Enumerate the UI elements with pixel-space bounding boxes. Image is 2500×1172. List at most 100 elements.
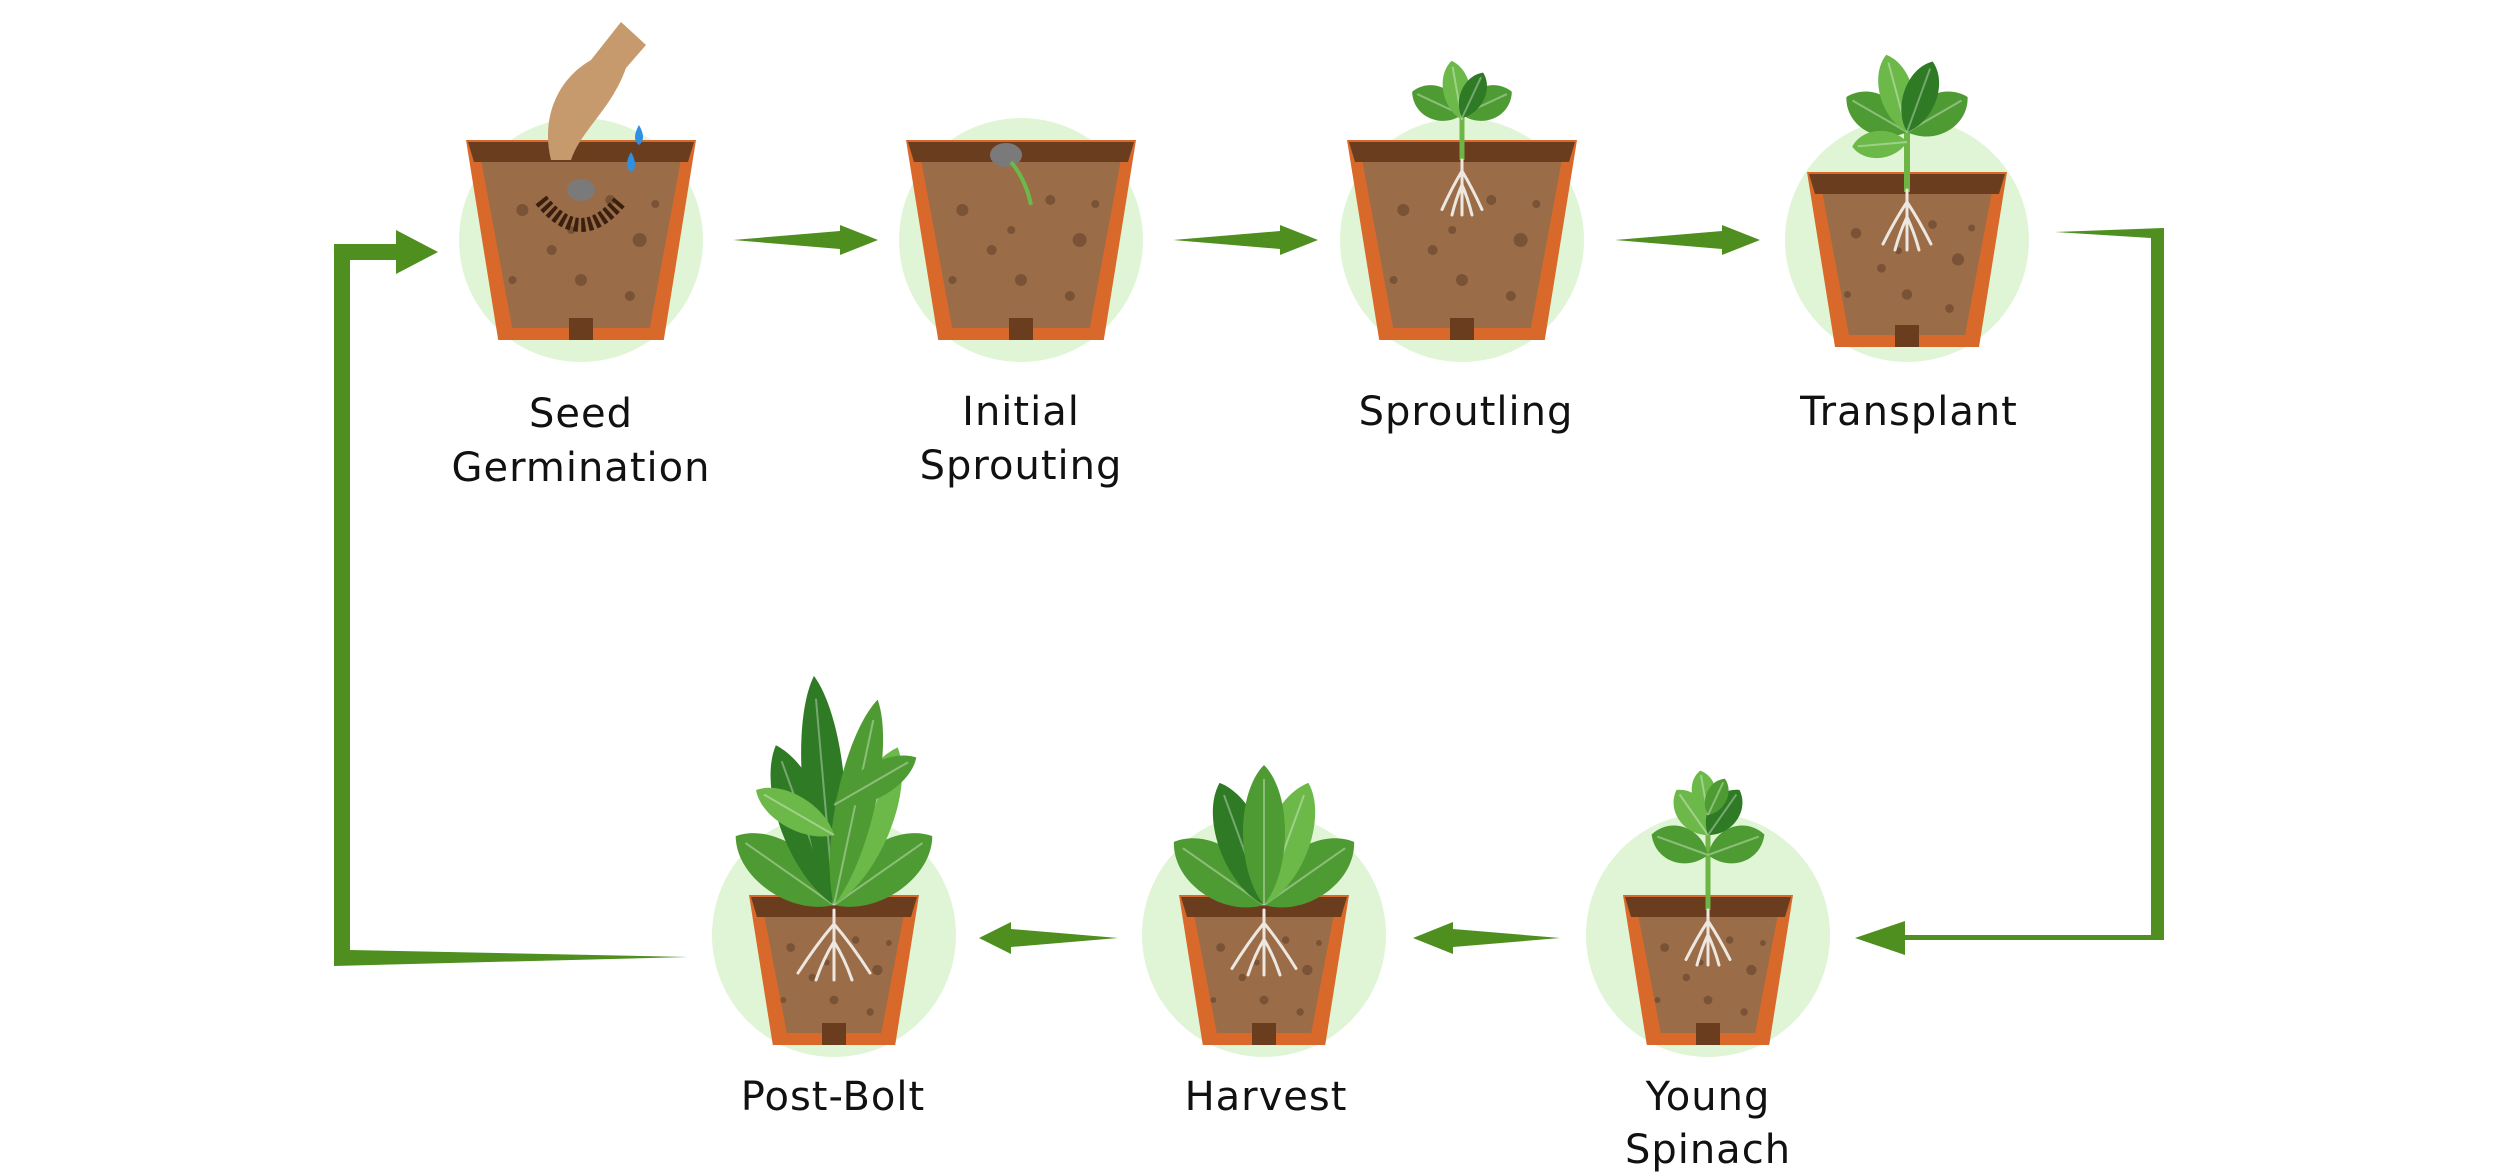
soil-dot — [651, 200, 660, 208]
soil-dot — [1216, 943, 1226, 952]
soil-dot — [1397, 204, 1410, 216]
soil-dot — [786, 943, 796, 952]
soil-dot — [1844, 291, 1851, 298]
soil-dot — [1448, 226, 1457, 234]
soil-dot — [1759, 940, 1766, 946]
soil-dot — [1007, 226, 1016, 234]
soil-dot — [1427, 245, 1438, 255]
hand-icon — [547, 22, 646, 160]
roots — [1230, 908, 1298, 977]
soil-dot — [605, 195, 616, 205]
soil-dot — [1682, 973, 1691, 982]
soil-dot — [986, 245, 997, 255]
furrow — [535, 195, 627, 232]
soil-dot — [829, 995, 839, 1005]
soil-dot — [1091, 200, 1100, 208]
soil-dot — [1210, 997, 1217, 1003]
label-seed-germination-line-2: Germination — [452, 445, 711, 491]
soil-dot — [1740, 1008, 1748, 1016]
drain-hole — [1895, 325, 1919, 347]
stage-sproutling — [1340, 60, 1584, 362]
soil-dot — [1505, 291, 1516, 301]
leaf — [756, 787, 834, 837]
label-sproutling: Sproutling — [1359, 389, 1574, 435]
soil-dot — [575, 274, 587, 286]
leaf — [1173, 838, 1264, 908]
leaf-vein — [1707, 793, 1738, 836]
leaf-vein — [833, 761, 909, 806]
soil-dot — [1532, 200, 1541, 208]
soil-dot — [1951, 253, 1965, 266]
label-young-spinach-line-2: Spinach — [1625, 1127, 1791, 1172]
soil-dot — [1877, 263, 1886, 273]
label-initial-sprouting-line-1: Initial — [962, 389, 1080, 435]
soil-dot — [1850, 228, 1862, 239]
soil-dot — [1072, 233, 1087, 247]
water-drop-icon — [635, 125, 643, 145]
soil — [480, 154, 682, 328]
leaf-vein — [833, 842, 924, 906]
roots — [1881, 188, 1933, 252]
leaf-vein — [833, 719, 875, 906]
soil-dot — [516, 204, 529, 216]
label-post-bolt: Post-Bolt — [741, 1074, 925, 1120]
leaf-vein — [1906, 68, 1932, 133]
soil — [920, 154, 1122, 328]
stage-transplant — [1785, 54, 2029, 362]
soil-dot — [1513, 233, 1528, 247]
drain-hole — [1009, 318, 1033, 340]
arrow-seed-to-initial — [733, 225, 878, 255]
leaf — [1651, 825, 1708, 864]
leaf-vein — [1656, 835, 1709, 856]
soil-dot — [624, 291, 635, 301]
soil — [1821, 186, 1993, 335]
soil-dot — [956, 204, 969, 216]
soil-dot — [1945, 304, 1954, 313]
stage-harvest — [1142, 765, 1386, 1057]
soil-dot — [1456, 274, 1468, 286]
leaf-vein — [1678, 793, 1709, 836]
soil-dot — [1725, 936, 1734, 944]
stage-post-bolt — [712, 675, 956, 1057]
soil-dot — [1703, 995, 1713, 1005]
stage-initial-sprouting — [899, 118, 1143, 362]
soil-dot — [1015, 274, 1027, 286]
soil-dot — [632, 233, 647, 247]
leaf — [1458, 72, 1487, 118]
arrow-sproutling-to-transplant — [1615, 225, 1760, 255]
leaf-vein — [1461, 76, 1482, 119]
leaf-vein — [1707, 835, 1760, 856]
soil-dot — [1389, 276, 1398, 284]
leaf — [1243, 765, 1285, 905]
soil-dot — [1302, 964, 1313, 976]
seed-icon — [990, 143, 1022, 167]
sprout-shoot — [1009, 160, 1033, 206]
leaf — [735, 833, 834, 907]
soil-dot — [1253, 959, 1260, 966]
arrow-harvest-to-post-bolt — [979, 922, 1118, 954]
water-drop-icon — [627, 152, 635, 172]
soil-dot — [546, 245, 557, 255]
leaf-vein — [1857, 141, 1908, 148]
soil-dot — [1045, 195, 1056, 205]
stage-young-spinach — [1586, 770, 1830, 1057]
soil-dot — [1259, 995, 1269, 1005]
flow-arrows — [334, 225, 2164, 966]
stage-seed-germination — [459, 22, 703, 362]
soil-dot — [851, 936, 860, 944]
soil-dot — [1486, 195, 1497, 205]
leaf-vein — [1707, 781, 1725, 816]
leaf-vein — [763, 793, 835, 836]
label-young-spinach-line-1: Young — [1645, 1074, 1771, 1120]
soil-dot — [885, 940, 892, 946]
soil-dot — [1315, 940, 1322, 946]
seed-icon — [567, 179, 595, 201]
leaf-vein — [744, 842, 835, 906]
drain-hole — [1450, 318, 1474, 340]
label-transplant: Transplant — [1799, 389, 2018, 435]
soil-dot — [872, 964, 883, 976]
label-initial-sprouting-line-2: Sprouting — [920, 443, 1123, 489]
soil-dot — [1901, 289, 1913, 300]
soil-top — [468, 142, 694, 162]
